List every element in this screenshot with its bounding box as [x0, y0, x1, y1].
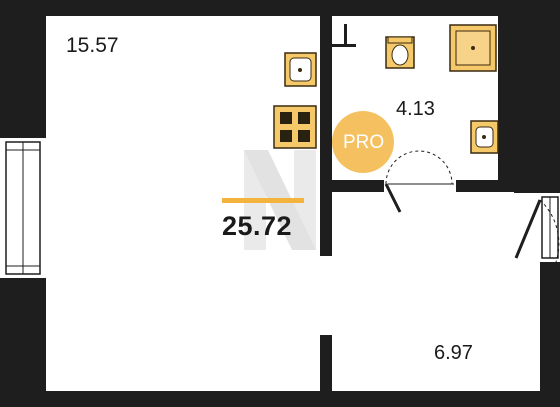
window-left — [0, 138, 46, 278]
stove-icon — [273, 105, 317, 149]
total-area-label: 25.72 — [222, 211, 293, 241]
pro-badge-label: PRO — [343, 132, 385, 153]
living-room-area-label: 15.57 — [66, 34, 119, 57]
bathroom-area-label: 4.13 — [396, 98, 435, 120]
door-swing-icon — [384, 150, 454, 213]
toilet-icon — [385, 36, 415, 69]
total-area-accent — [222, 198, 304, 203]
bathroom-sink-icon — [470, 120, 499, 154]
window-right — [540, 193, 560, 262]
shower-tray-icon — [449, 24, 497, 72]
hallway-area-label: 6.97 — [434, 342, 473, 364]
door-swing-hall — [514, 199, 560, 263]
pro-badge — [332, 111, 394, 173]
kitchen-sink-icon — [284, 52, 317, 87]
